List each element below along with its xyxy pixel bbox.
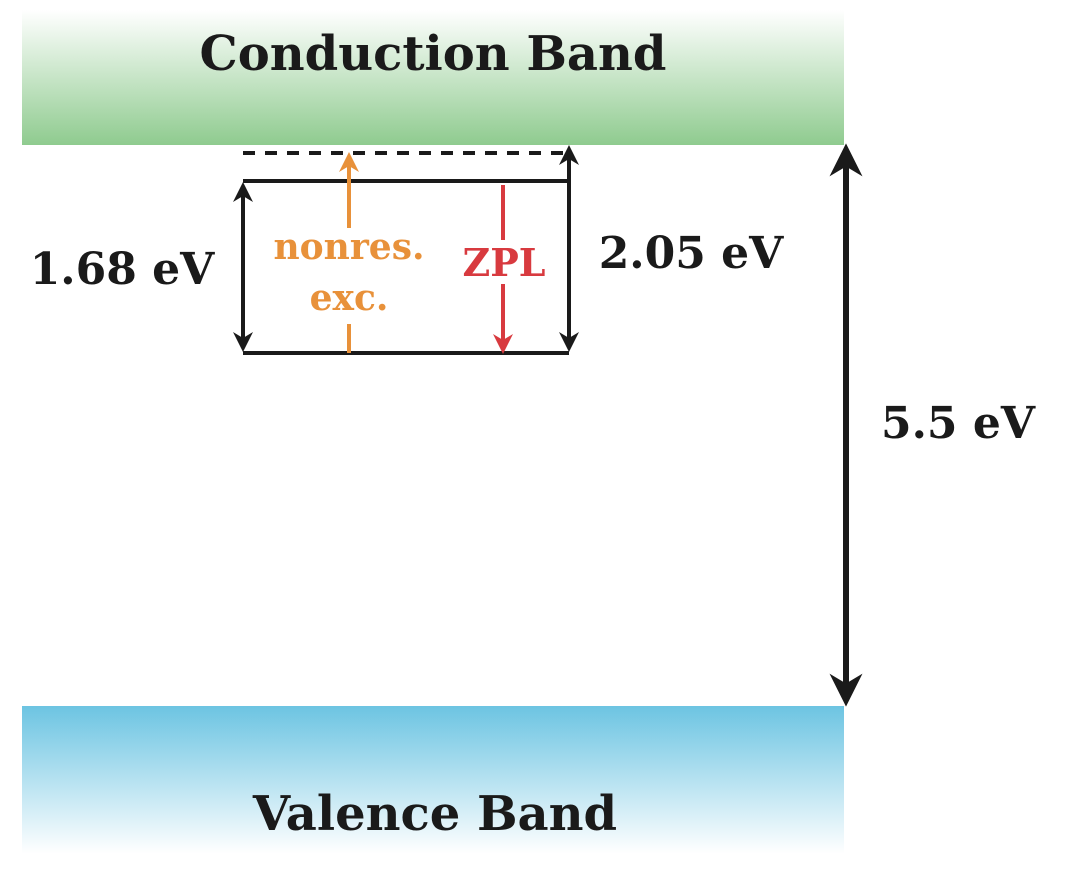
zpl-label-backdrop bbox=[458, 240, 550, 284]
zpl-label: ZPL bbox=[462, 240, 545, 285]
left-level-label: 1.68 eV bbox=[30, 244, 215, 295]
nonres-label-backdrop bbox=[270, 228, 430, 324]
valence-band bbox=[22, 706, 844, 854]
conduction-band-label: Conduction Band bbox=[200, 26, 667, 82]
conduction-band bbox=[22, 10, 844, 145]
band-gap-label: 5.5 eV bbox=[881, 398, 1036, 449]
nonres-label-line1: nonres. bbox=[273, 226, 424, 268]
nonres-label-line2: exc. bbox=[310, 277, 389, 319]
right-level-label: 2.05 eV bbox=[599, 228, 784, 279]
valence-band-label: Valence Band bbox=[252, 786, 617, 842]
